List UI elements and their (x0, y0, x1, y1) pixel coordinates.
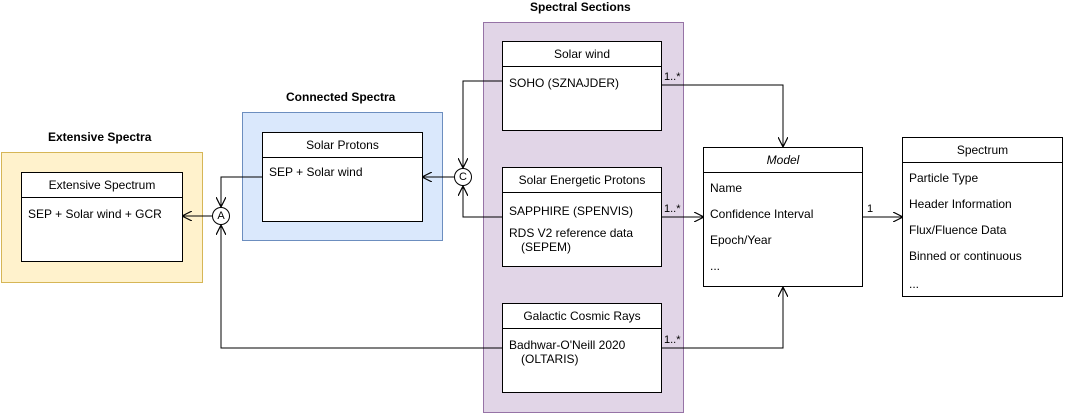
connector-a: A (212, 207, 230, 225)
multiplicity-solar-wind: 1..* (664, 71, 681, 83)
class-row: Flux/Fluence Data (909, 223, 1007, 237)
class-header: Solar Energetic Protons (503, 168, 661, 193)
class-row: Name (710, 181, 743, 195)
class-row: SAPPHIRE (SPENVIS) (509, 204, 634, 218)
class-row: Header Information (909, 197, 1012, 211)
class-row: Epoch/Year (710, 233, 772, 247)
edge-sep-to-c (463, 187, 502, 218)
edge-solar-protons-to-a (221, 176, 262, 206)
class-row: Confidence Interval (710, 207, 814, 221)
edge-gcr-to-model (662, 288, 783, 349)
class-row: RDS V2 reference data (509, 226, 634, 240)
group-title-connected-spectra: Connected Spectra (286, 90, 396, 104)
class-row: SEP + Solar wind (269, 165, 363, 179)
class-header: Spectrum (903, 138, 1062, 163)
edge-solar-wind-to-model (662, 84, 783, 146)
class-header: Galactic Cosmic Rays (503, 304, 661, 329)
class-row: SOHO (SZNAJDER) (509, 76, 620, 90)
class-row: Particle Type (909, 171, 979, 185)
class-header: Model (704, 148, 862, 173)
class-row: Binned or continuous (909, 249, 1022, 263)
connector-c: C (454, 168, 472, 186)
class-solar-energetic-protons: Solar Energetic Protons SAPPHIRE (SPENVI… (502, 167, 662, 267)
class-header: Solar wind (503, 42, 661, 67)
class-row: ... (710, 259, 721, 273)
class-header: Extensive Spectrum (22, 173, 182, 198)
multiplicity-gcr: 1..* (664, 334, 681, 346)
edge-solar-wind-to-c (463, 80, 502, 167)
class-row: (SEPEM) (521, 240, 572, 254)
class-solar-protons: Solar Protons SEP + Solar wind (262, 132, 423, 222)
class-row: Badhwar-O'Neill 2020 (509, 338, 626, 352)
class-model: Model Name Confidence Interval Epoch/Yea… (703, 147, 863, 287)
class-spectrum: Spectrum Particle Type Header Informatio… (902, 137, 1063, 297)
multiplicity-model-spectrum: 1 (867, 203, 874, 215)
class-extensive-spectrum: Extensive Spectrum SEP + Solar wind + GC… (21, 172, 183, 262)
group-title-spectral-sections: Spectral Sections (530, 0, 631, 14)
class-galactic-cosmic-rays: Galactic Cosmic Rays Badhwar-O'Neill 202… (502, 303, 662, 393)
class-solar-wind: Solar wind SOHO (SZNAJDER) (502, 41, 662, 131)
group-title-extensive-spectra: Extensive Spectra (48, 130, 152, 144)
class-header: Solar Protons (263, 133, 422, 158)
class-row: SEP + Solar wind + GCR (28, 207, 162, 221)
class-row: ... (909, 277, 920, 291)
edge-gcr-to-a (221, 226, 502, 349)
multiplicity-sep: 1..* (664, 203, 681, 215)
class-row: (OLTARIS) (521, 352, 579, 366)
